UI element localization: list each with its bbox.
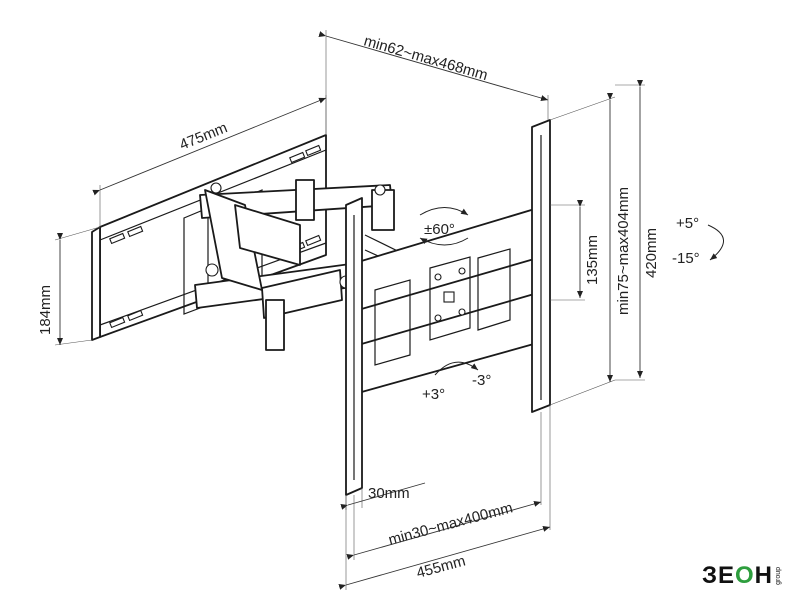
brand-part-1: ЗЕ <box>701 562 735 589</box>
brand-part-3: Н <box>754 562 773 589</box>
brand-wordmark: ЗЕОН <box>702 562 773 590</box>
wall-plate-height-label: 184mm <box>37 285 54 335</box>
rotation-positive-label: +3° <box>422 386 445 403</box>
tv-bracket <box>345 119 551 496</box>
motion-arrows <box>419 207 724 376</box>
wall-plate-width-label: 475mm <box>177 119 230 154</box>
tilt-up-label: +5° <box>676 215 699 232</box>
swivel-arrow-icon <box>419 207 469 216</box>
rail-width-label: 30mm <box>368 485 410 502</box>
rotation-arrow-icon <box>434 361 479 376</box>
swivel-label: ±60° <box>424 221 455 238</box>
vesa-vertical-min-label: 135mm <box>584 235 601 285</box>
arm-extension-label: min62~max468mm <box>362 33 490 85</box>
vesa-horizontal-range-label: min30~max400mm <box>387 499 515 549</box>
brand-subtitle: group <box>775 567 782 585</box>
tilt-arrow-icon <box>707 224 724 261</box>
bracket-height-label: 420mm <box>643 228 660 278</box>
brand-logo: ЗЕОН group <box>702 562 782 590</box>
tilt-down-label: -15° <box>672 250 700 267</box>
rotation-negative-label: -3° <box>472 372 491 389</box>
bracket-width-label: 455mm <box>415 552 468 581</box>
vesa-vertical-range-label: min75~max404mm <box>615 187 632 315</box>
dimension-lines <box>54 30 645 590</box>
brand-part-2: О <box>734 562 755 589</box>
